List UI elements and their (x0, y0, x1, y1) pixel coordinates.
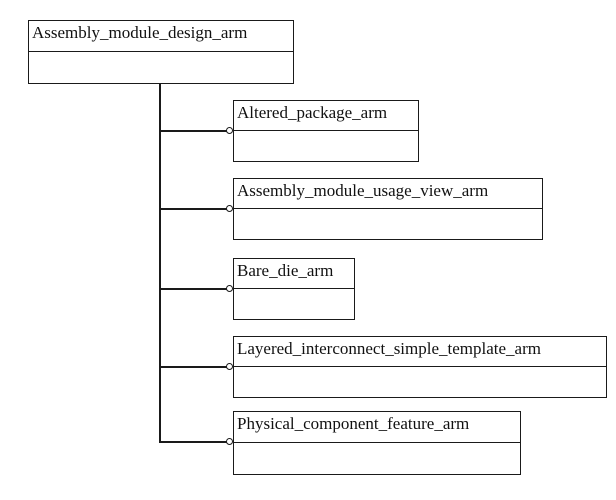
parent-entity-box[interactable]: Assembly_module_design_arm (28, 20, 294, 84)
branch-line (159, 208, 229, 210)
branch-line (159, 130, 229, 132)
trunk-line (159, 84, 161, 442)
child-entity-name: Altered_package_arm (234, 101, 418, 131)
branch-line (159, 366, 229, 368)
child-entity-box[interactable]: Bare_die_arm (233, 258, 355, 320)
optional-marker-icon (226, 205, 233, 212)
branch-line (159, 441, 229, 443)
child-entity-box[interactable]: Assembly_module_usage_view_arm (233, 178, 543, 240)
child-entity-name: Bare_die_arm (234, 259, 354, 289)
child-entity-box[interactable]: Layered_interconnect_simple_template_arm (233, 336, 607, 398)
optional-marker-icon (226, 363, 233, 370)
child-entity-box[interactable]: Physical_component_feature_arm (233, 411, 521, 475)
optional-marker-icon (226, 285, 233, 292)
parent-entity-name: Assembly_module_design_arm (29, 21, 293, 52)
child-entity-name: Assembly_module_usage_view_arm (234, 179, 542, 209)
child-entity-name: Physical_component_feature_arm (234, 412, 520, 443)
optional-marker-icon (226, 127, 233, 134)
optional-marker-icon (226, 438, 233, 445)
child-entity-name: Layered_interconnect_simple_template_arm (234, 337, 606, 367)
child-entity-box[interactable]: Altered_package_arm (233, 100, 419, 162)
branch-line (159, 288, 229, 290)
